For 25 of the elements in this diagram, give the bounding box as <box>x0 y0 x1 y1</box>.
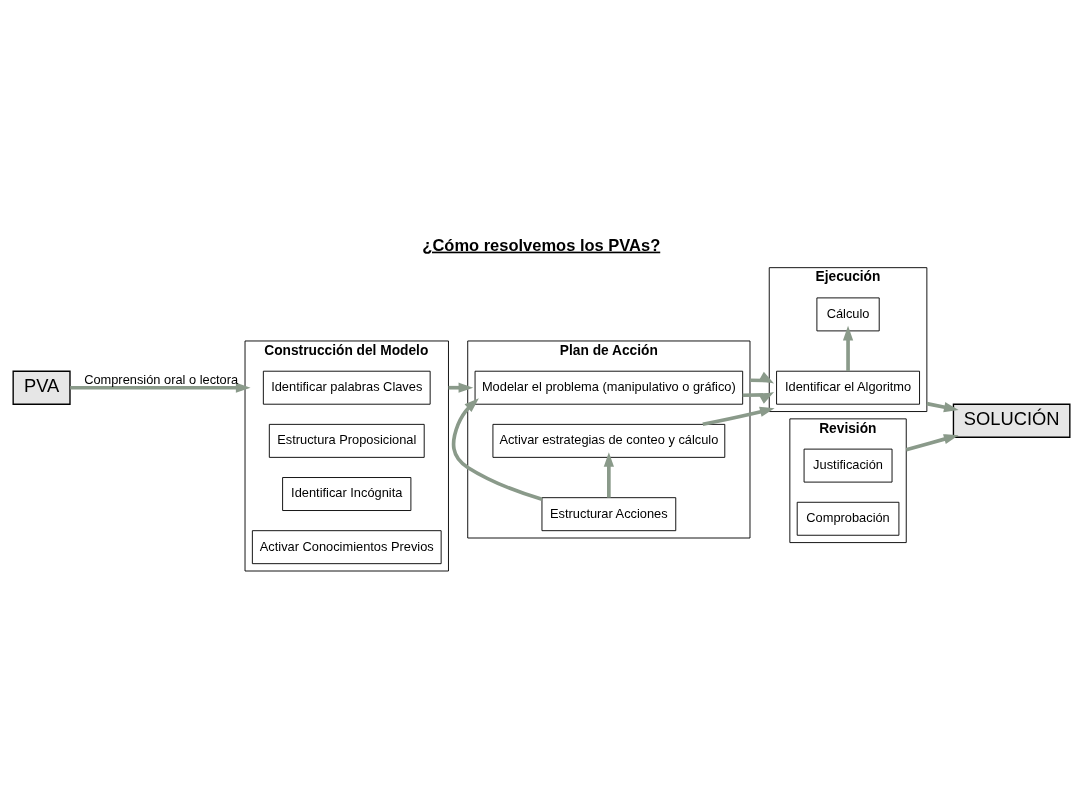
arrow <box>742 391 775 404</box>
arrow <box>603 451 614 498</box>
arrow <box>451 397 543 501</box>
edge-label: Comprensión oral o lectora <box>84 371 239 387</box>
node-box: Estructurar Acciones <box>541 496 677 531</box>
arrow <box>905 433 959 451</box>
arrow <box>702 406 775 426</box>
node-box: Justificación <box>803 448 893 483</box>
node-box: Identificar palabras Claves <box>262 370 431 405</box>
arrow <box>448 382 474 393</box>
node-box: PVA <box>12 370 71 405</box>
diagram-title: ¿Cómo resolvemos los PVAs? <box>422 235 661 254</box>
arrow <box>749 371 775 383</box>
node-box: Modelar el problema (manipulativo o gráfico) <box>474 370 744 405</box>
arrow <box>926 401 959 412</box>
node-box: Activar estrategias de conteo y cálculo <box>492 423 726 458</box>
node-box: Cálculo <box>816 296 880 331</box>
node-box: SOLUCIÓN <box>952 403 1071 438</box>
arrow <box>842 325 854 371</box>
arrow <box>70 382 251 393</box>
node-box: Activar Conocimientos Previos <box>251 529 442 564</box>
node-box: Identificar Incógnita <box>282 476 412 511</box>
node-box: Comprobación <box>796 501 900 536</box>
node-box: Estructura Proposicional <box>268 423 425 458</box>
node-box: Identificar el Algoritmo <box>776 370 920 405</box>
